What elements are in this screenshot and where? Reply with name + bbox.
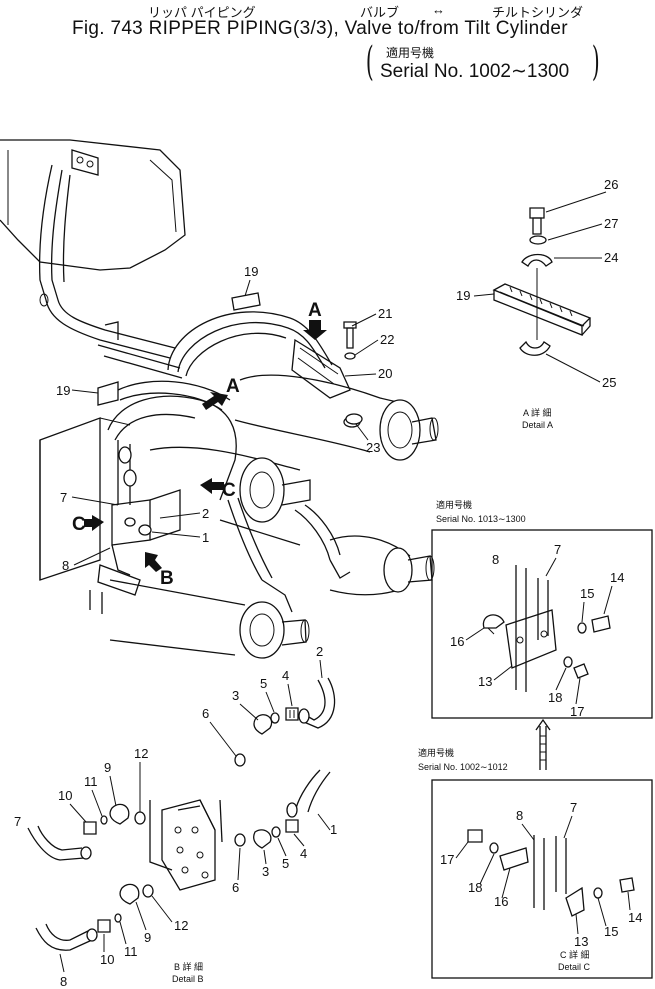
box1-callout-7: 7 [554,542,561,557]
detail-b-jp: B 詳 細 [174,961,203,972]
box2-callout-18: 18 [468,880,482,895]
box2-callout-15: 15 [604,924,618,939]
box2-callout-8: 8 [516,808,523,823]
header-jp-ripper-piping: リッパ パイピング [148,5,256,20]
header-jp-tilt-cylinder: チルトシリンダ [492,5,584,20]
box1-callout-13: 13 [478,674,492,689]
detail-b: 2 3 5 4 6 12 10 11 9 7 1 4 5 3 6 12 9 11… [14,644,337,989]
box2-callout-7: 7 [570,800,577,815]
box2-callout-14: 14 [628,910,642,925]
detail-a-caption: Detail A [522,420,553,430]
header-serial-range: Serial No. 1002∼1300 [380,61,570,82]
detail-c-jp: C 詳 細 [560,949,590,960]
callout-26: 26 [604,177,618,192]
callout-6: 6 [202,706,209,721]
view-b-label: B [160,568,174,589]
callout-4-lower: 4 [300,846,307,861]
arrow-view-a-icon [303,320,327,340]
detail-c-caption: Detail C [558,962,591,972]
callout-8: 8 [60,974,67,989]
callout-12: 12 [134,746,148,761]
figure-title: Fig. 743 RIPPER PIPING(3/3), Valve to/fr… [72,18,568,39]
callout-8-main: 8 [62,558,69,573]
arrow-up-down-icon [535,718,551,770]
callout-19-detail-a: 19 [456,288,470,303]
box1-callout-8: 8 [492,552,499,567]
callout-12-lower: 12 [174,918,188,933]
callout-1-main: 1 [202,530,209,545]
box1-callout-16: 16 [450,634,464,649]
box2-applicable-jp: 適用号機 [418,747,454,758]
callout-11-lower: 11 [124,944,138,959]
callout-19-left: 19 [56,383,70,398]
header-jp-applicable: 適用号機 [386,46,435,60]
callout-3-lower: 3 [262,864,269,879]
callout-24: 24 [604,250,618,265]
callout-1: 1 [330,822,337,837]
callout-7-main: 7 [60,490,67,505]
detail-a: 26 27 24 19 25 A 詳 細 Detail A [456,177,618,430]
callout-23: 23 [366,440,380,455]
box2-callout-16: 16 [494,894,508,909]
callout-4: 4 [282,668,289,683]
serial-bracket-left: ( [365,39,374,85]
callout-6-lower: 6 [232,880,239,895]
arrow-view-b-icon [145,552,162,572]
callout-5: 5 [260,676,267,691]
box1-callout-17: 17 [570,704,584,719]
box1-applicable-jp: 適用号機 [436,499,472,510]
box1-serial: Serial No. 1013∼1300 [436,514,526,524]
box2-serial: Serial No. 1002∼1012 [418,762,508,772]
arrow-view-c-icon [200,478,224,494]
callout-22: 22 [380,332,394,347]
callout-19-top: 19 [244,264,258,279]
callout-20: 20 [378,366,392,381]
header-jp-valve: バルブ [360,5,400,20]
header-jp-arrow: ↔ [432,2,445,17]
callout-7: 7 [14,814,21,829]
box1-callout-18: 18 [548,690,562,705]
callout-10-lower: 10 [100,952,114,967]
box2-callout-13: 13 [574,934,588,949]
main-assembly: A A C C B 19 19 21 22 20 23 7 2 1 8 [0,139,439,659]
callout-5-lower: 5 [282,856,289,871]
box2-callout-17: 17 [440,852,454,867]
callout-3: 3 [232,688,239,703]
detail-b-caption: Detail B [172,974,204,984]
detail-a-jp: A 詳 細 [523,407,552,418]
arrow-view-c-icon [84,515,104,531]
callout-11: 11 [84,774,98,789]
view-c-label: C [222,480,236,501]
callout-9-lower: 9 [144,930,151,945]
detail-c-box-1013-1300: 適用号機 Serial No. 1013∼1300 8 7 14 15 16 1… [431,499,653,719]
callout-27: 27 [604,216,618,231]
callout-10: 10 [58,788,72,803]
callout-2-main: 2 [202,506,209,521]
box1-callout-14: 14 [610,570,624,585]
detail-c-box-1002-1012: 適用号機 Serial No. 1002∼1012 8 7 17 18 16 1… [418,747,653,979]
view-c-label: C [72,514,86,535]
view-a-label: A [308,300,322,321]
box1-callout-15: 15 [580,586,594,601]
view-a-label: A [226,376,240,397]
arrow-view-a-icon [202,392,228,410]
serial-bracket-right: ) [591,39,600,85]
callout-2: 2 [316,644,323,659]
callout-21: 21 [378,306,392,321]
callout-25: 25 [602,375,616,390]
callout-9: 9 [104,760,111,775]
